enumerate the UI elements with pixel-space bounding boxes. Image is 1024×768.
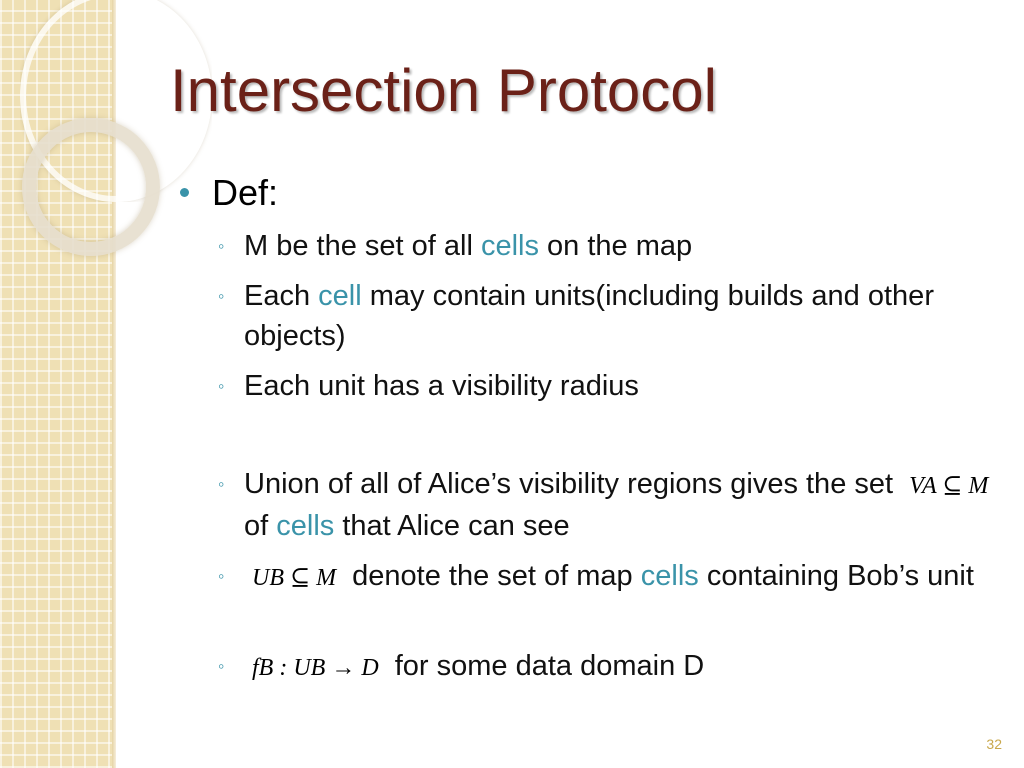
- circle-bullet-icon: ◦: [218, 376, 225, 396]
- band-edge: [112, 0, 116, 768]
- bullet-dot-icon: [180, 188, 189, 197]
- circle-bullet-icon: ◦: [218, 656, 225, 676]
- circle-bullet-icon: ◦: [218, 236, 225, 256]
- highlight-term: cell: [318, 280, 362, 312]
- highlight-term: cells: [480, 230, 539, 262]
- list-item: ◦ Each cell may contain units(including …: [218, 276, 998, 356]
- math-formula: VA ⊆ M: [909, 473, 989, 499]
- slide-title: Intersection Protocol: [170, 57, 717, 124]
- highlight-term: cells: [276, 510, 335, 542]
- page-number: 32: [986, 736, 1002, 752]
- list-item: ◦ UB ⊆ M denote the set of map cells con…: [218, 556, 998, 598]
- bullet-def-label: Def:: [212, 172, 279, 213]
- list-item: ◦ Each unit has a visibility radius: [218, 366, 998, 406]
- math-formula: UB ⊆ M: [252, 565, 337, 591]
- list-item: ◦ fB : UB → D for some data domain D: [218, 646, 998, 688]
- highlight-term: cells: [640, 560, 699, 592]
- circle-bullet-icon: ◦: [218, 286, 225, 306]
- circle-bullet-icon: ◦: [218, 566, 225, 586]
- list-item: ◦ Union of all of Alice’s visibility reg…: [218, 464, 998, 546]
- math-formula: fB : UB → D: [252, 655, 379, 681]
- list-item: ◦ M be the set of all cells on the map: [218, 226, 998, 266]
- circle-bullet-icon: ◦: [218, 474, 225, 494]
